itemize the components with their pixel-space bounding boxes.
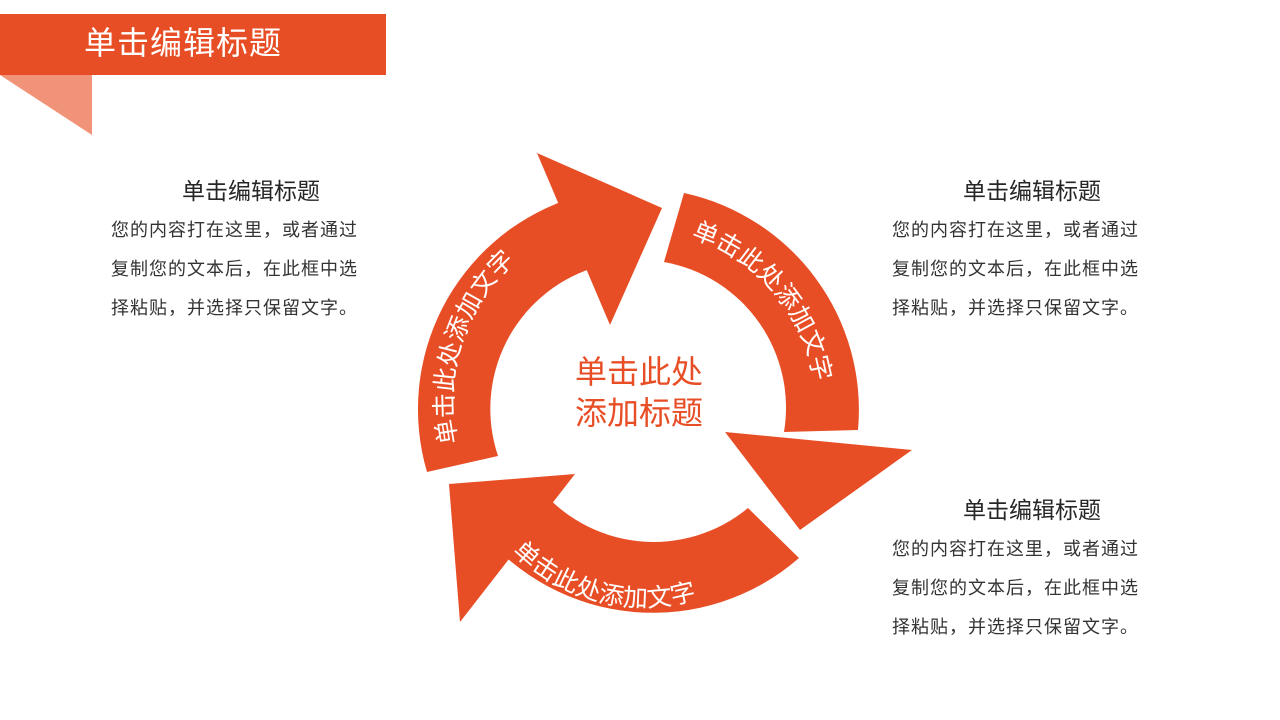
center-title-line2: 添加标题 (574, 394, 703, 432)
block-line: 复制您的文本后，在此框中选 (892, 578, 1139, 599)
text-block-bottom-right[interactable]: 单击编辑标题 您的内容打在这里，或者通过 复制您的文本后，在此框中选 择粘贴，并… (892, 496, 1182, 647)
text-block-top-left[interactable]: 单击编辑标题 您的内容打在这里，或者通过 复制您的文本后，在此框中选 择粘贴，并… (111, 177, 401, 328)
center-title-line1: 单击此处 (574, 353, 703, 391)
page-title[interactable]: 单击编辑标题 (84, 24, 283, 62)
block-line: 复制您的文本后，在此框中选 (892, 259, 1139, 280)
block-line: 择粘贴，并选择只保留文字。 (892, 617, 1139, 638)
block-line: 您的内容打在这里，或者通过 (892, 220, 1139, 241)
title-banner: 单击编辑标题 (0, 14, 386, 75)
center-title[interactable]: 单击此处 添加标题 (560, 352, 718, 434)
block-line: 您的内容打在这里，或者通过 (892, 539, 1139, 560)
block-line: 择粘贴，并选择只保留文字。 (111, 298, 358, 319)
block-line: 复制您的文本后，在此框中选 (111, 259, 358, 280)
text-block-top-right[interactable]: 单击编辑标题 您的内容打在这里，或者通过 复制您的文本后，在此框中选 择粘贴，并… (892, 177, 1182, 328)
block-title: 单击编辑标题 (963, 179, 1101, 205)
block-title: 单击编辑标题 (182, 179, 320, 205)
cycle-arrow-right[interactable] (664, 193, 912, 530)
block-line: 择粘贴，并选择只保留文字。 (892, 298, 1139, 319)
banner-fold-decoration (0, 75, 92, 135)
cycle-arrow-left[interactable] (417, 153, 662, 472)
cycle-arrow-bottom[interactable] (449, 474, 799, 622)
block-title: 单击编辑标题 (963, 498, 1101, 524)
block-line: 您的内容打在这里，或者通过 (111, 220, 358, 241)
